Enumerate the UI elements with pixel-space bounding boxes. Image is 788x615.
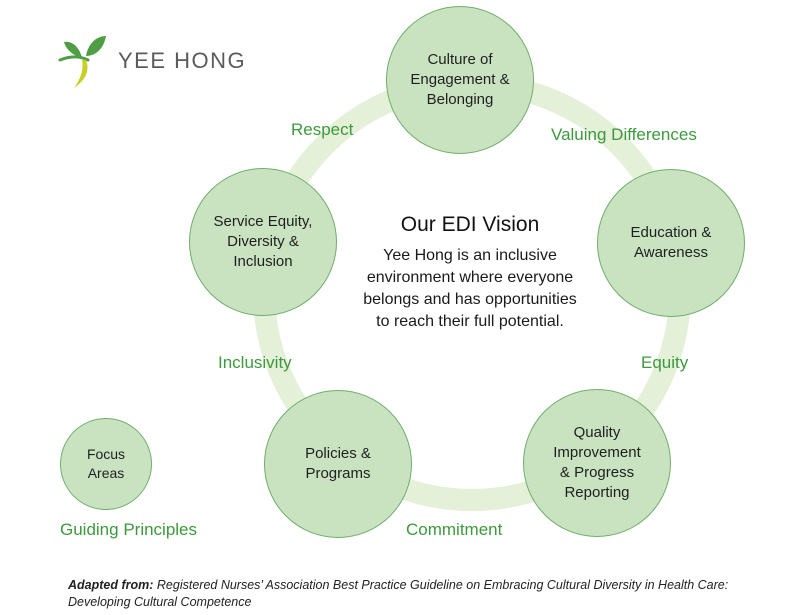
principle-inclusivity: Inclusivity	[218, 353, 292, 372]
focus-area-label: Education & Awareness	[630, 224, 712, 261]
edi-vision: Our EDI Vision Yee Hong is an inclusive …	[345, 213, 595, 333]
focus-area-education: Education & Awareness	[597, 169, 745, 317]
source-citation: Adapted from: Registered Nurses’ Associa…	[68, 577, 768, 611]
principle-commitment: Commitment	[406, 520, 503, 539]
legend-focus-areas-circle: Focus Areas	[60, 418, 152, 510]
focus-area-quality: Quality Improvement & Progress Reporting	[523, 389, 671, 537]
leaf-logo-icon	[58, 36, 106, 88]
principle-valuing-differences: Valuing Differences	[551, 125, 697, 144]
focus-area-label: Culture of Engagement & Belonging	[410, 51, 510, 108]
vision-title: Our EDI Vision	[400, 213, 540, 236]
focus-area-label: Quality Improvement & Progress Reporting	[553, 424, 641, 501]
principle-equity: Equity	[641, 353, 689, 372]
vision-statement: Yee Hong is an inclusive environment whe…	[363, 247, 577, 330]
brand-logo: YEE HONG	[56, 30, 256, 90]
focus-area-label: Service Equity, Diversity & Inclusion	[213, 213, 313, 270]
focus-area-label: Policies & Programs	[305, 445, 371, 482]
legend-guiding-principles: Guiding Principles	[60, 520, 198, 539]
brand-name: YEE HONG	[118, 48, 247, 73]
source-text: Registered Nurses’ Association Best Prac…	[68, 578, 729, 609]
focus-area-culture: Culture of Engagement & Belonging	[386, 6, 534, 154]
principle-respect: Respect	[291, 120, 354, 139]
legend-circle-label: Focus Areas	[86, 446, 126, 481]
focus-area-policies: Policies & Programs	[264, 390, 412, 538]
source-prefix: Adapted from:	[68, 578, 154, 592]
focus-area-service: Service Equity, Diversity & Inclusion	[189, 168, 337, 316]
